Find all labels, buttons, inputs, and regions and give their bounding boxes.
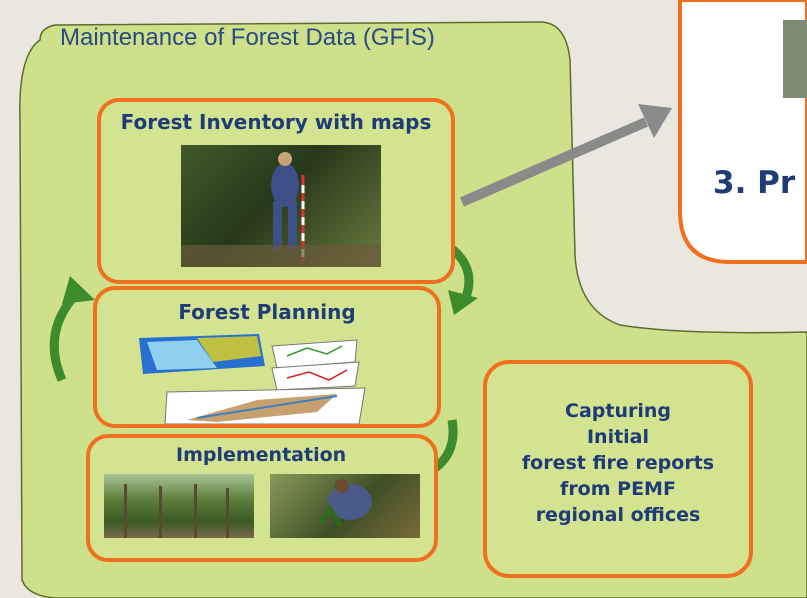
right-panel (678, 0, 807, 264)
right-panel-image (783, 20, 807, 98)
right-panel-title: 3. Pr (713, 165, 796, 201)
fire-reports-line: Capturing (565, 400, 671, 422)
surveyor-photo (181, 145, 381, 267)
inventory-title: Forest Inventory with maps (120, 110, 432, 134)
planting-photo (270, 474, 420, 538)
implementation-title: Implementation (176, 444, 347, 466)
inventory-box: Forest Inventory with maps (97, 98, 455, 284)
fire-reports-line: forest fire reports (521, 452, 715, 474)
planning-maps (139, 334, 366, 424)
fire-reports-line: Initial (586, 426, 650, 448)
main-region-title: Maintenance of Forest Data (GFIS) (60, 24, 435, 51)
cycle-arrow-left (49, 276, 95, 382)
fire-reports-line: regional offices (535, 504, 701, 526)
implementation-box: Implementation (86, 434, 438, 562)
planning-box: Forest Planning (93, 286, 441, 428)
transfer-arrow (460, 104, 672, 207)
plantation-photo (104, 474, 254, 538)
fire-reports-box: Capturing Initial forest fire reports fr… (483, 360, 753, 578)
fire-reports-line: from PEMF (560, 478, 676, 500)
planning-title: Forest Planning (178, 300, 356, 324)
fire-reports-caption: Capturing Initial forest fire reports fr… (487, 398, 749, 528)
